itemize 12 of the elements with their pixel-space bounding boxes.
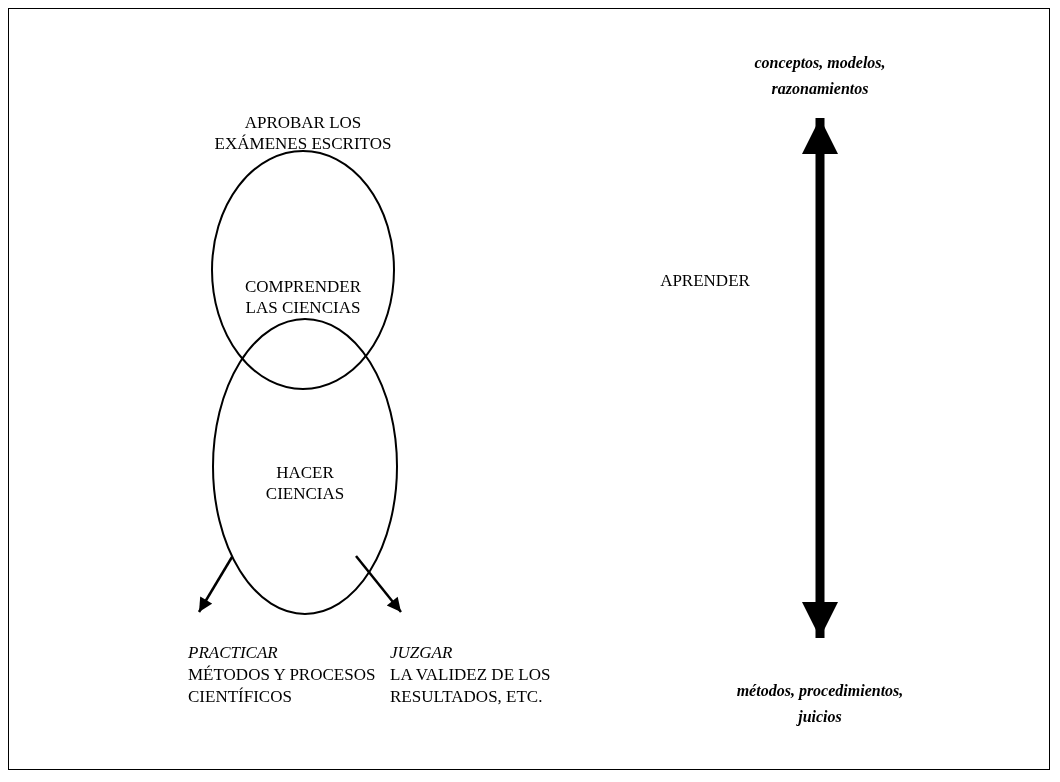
label-text: APRENDER [659,270,751,292]
node-text: conceptos, modelos, razonamientos [753,53,887,99]
ellipse-node: COMPRENDER LAS CIENCIAS [211,150,395,390]
node-text: PRACTICAR [188,642,278,664]
arrow [197,556,234,613]
ellipse-node: HACER CIENCIAS [212,318,398,615]
node-text: LA VALIDEZ DE LOS RESULTADOS, ETC. [390,664,552,709]
node-text: métodos, procedimientos, juicios [735,681,905,728]
arrow [355,555,402,613]
arrow [802,118,838,638]
node-text: JUZGAR [390,642,453,664]
node-text: MÉTODOS Y PROCESOS CIENTÍFICOS [188,664,377,709]
